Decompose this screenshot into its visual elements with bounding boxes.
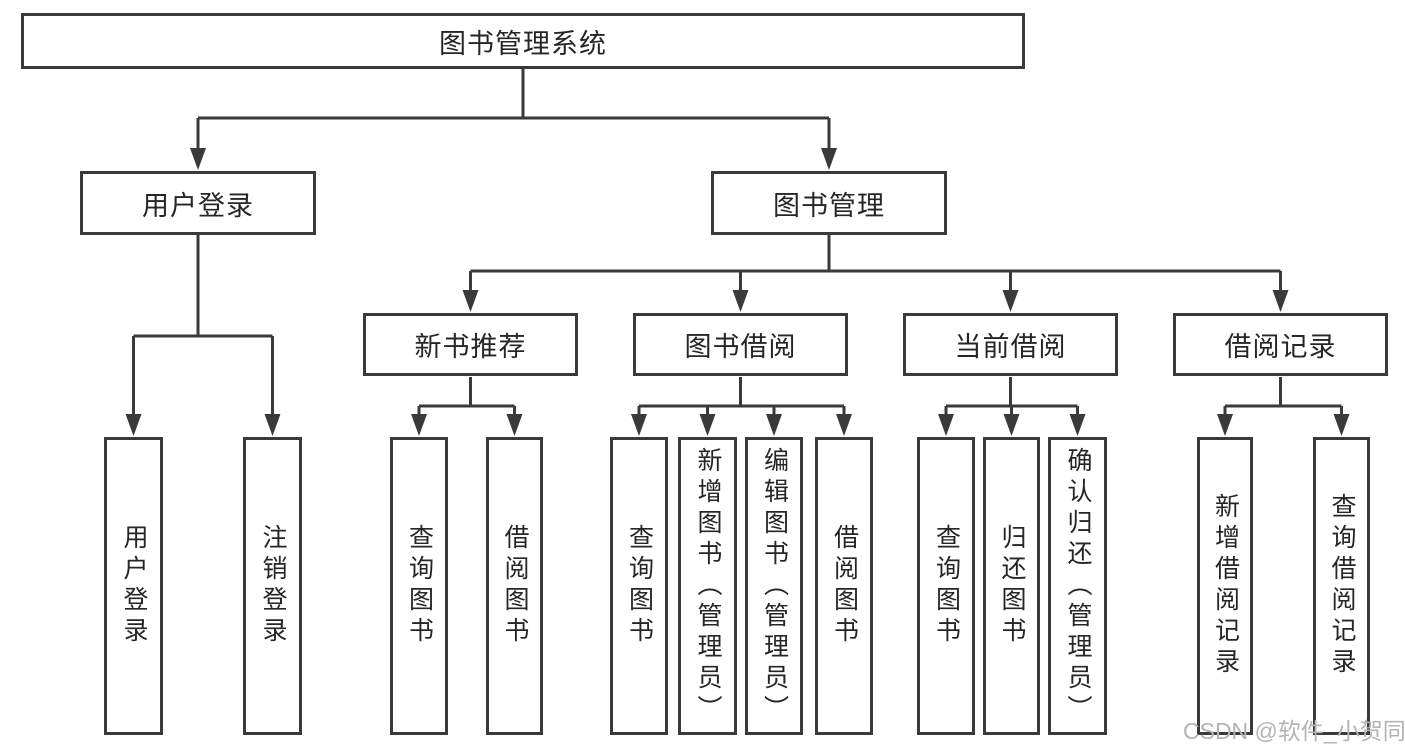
node-leaf-nbr-borrow-books-label: 借阅图书	[501, 524, 529, 648]
node-leaf-nbr-query-books-label: 查询图书	[405, 524, 434, 648]
node-leaf-bb-edit-books-label: 编辑图书（管理员）	[760, 446, 789, 726]
node-leaf-br-add-record-label: 新增借阅记录	[1211, 493, 1240, 679]
node-leaf-bb-borrow-books-label: 借阅图书	[830, 524, 859, 648]
node-new-book-recommend-label: 新书推荐	[414, 332, 527, 362]
node-leaf-nbr-query-books: 查询图书	[390, 437, 448, 735]
arrowhead	[766, 414, 782, 436]
node-leaf-cb-return-books-label: 归还图书	[998, 524, 1026, 648]
connector-borrow-records	[1217, 377, 1350, 436]
node-new-book-recommend: 新书推荐	[363, 313, 578, 376]
node-leaf-cb-query-books-label: 查询图书	[932, 524, 961, 648]
node-leaf-br-query-record-label: 查询借阅记录	[1328, 493, 1356, 679]
node-leaf-nbr-borrow-books: 借阅图书	[486, 437, 543, 735]
node-borrow-records: 借阅记录	[1173, 313, 1388, 376]
node-leaf-bb-add-books-label: 新增图书（管理员）	[694, 446, 722, 726]
node-book-borrow: 图书借阅	[633, 313, 848, 376]
arrowhead	[1069, 414, 1086, 436]
node-leaf-bb-add-books: 新增图书（管理员）	[678, 437, 737, 735]
arrowhead	[836, 414, 852, 436]
arrowhead	[264, 414, 281, 436]
node-root-label: 图书管理系统	[439, 28, 607, 59]
node-leaf-br-add-record: 新增借阅记录	[1197, 437, 1253, 735]
arrowhead	[190, 148, 206, 170]
arrowhead	[506, 414, 523, 436]
node-user-login-label: 用户登录	[142, 190, 254, 221]
connector-book-borrow	[631, 377, 852, 436]
arrowhead	[1333, 414, 1350, 436]
node-leaf-logout: 注销登录	[243, 437, 302, 735]
node-book-management: 图书管理	[711, 171, 947, 235]
arrowhead	[411, 414, 427, 436]
node-leaf-bb-borrow-books: 借阅图书	[815, 437, 873, 735]
node-current-borrow-label: 当前借阅	[954, 332, 1067, 362]
arrowhead	[1003, 414, 1020, 436]
node-user-login: 用户登录	[80, 171, 316, 235]
node-leaf-logout-label: 注销登录	[259, 524, 287, 648]
node-leaf-bb-query-books-label: 查询图书	[625, 524, 654, 648]
csdn-watermark: CSDN @软件_小贺同学	[1183, 718, 1405, 744]
arrowhead	[938, 414, 954, 436]
arrowhead	[631, 414, 647, 436]
node-leaf-cb-query-books: 查询图书	[917, 437, 975, 735]
node-book-management-label: 图书管理	[773, 190, 885, 221]
connector-book-management	[462, 235, 1289, 312]
arrowhead	[821, 148, 837, 170]
node-leaf-user-login-label: 用户登录	[120, 524, 148, 648]
connector-current-borrow	[938, 377, 1086, 436]
connector-user-login	[125, 235, 281, 436]
node-leaf-cb-confirm-return: 确认归还（管理员）	[1048, 437, 1107, 735]
node-borrow-records-label: 借阅记录	[1224, 332, 1337, 362]
connector-root	[190, 69, 837, 170]
arrowhead	[732, 290, 749, 312]
node-leaf-user-login: 用户登录	[104, 437, 163, 735]
arrowhead	[699, 414, 716, 436]
node-leaf-br-query-record: 查询借阅记录	[1313, 437, 1370, 735]
node-leaf-cb-confirm-return-label: 确认归还（管理员）	[1064, 446, 1092, 726]
node-root: 图书管理系统	[21, 13, 1025, 69]
node-leaf-bb-query-books: 查询图书	[610, 437, 668, 735]
arrowhead	[1272, 290, 1289, 312]
arrowhead	[462, 290, 479, 312]
arrowhead	[125, 414, 142, 436]
node-book-borrow-label: 图书借阅	[684, 332, 797, 362]
connector-new-book-recommend	[411, 377, 523, 436]
arrowhead	[1002, 290, 1019, 312]
node-current-borrow: 当前借阅	[903, 313, 1118, 376]
node-leaf-bb-edit-books: 编辑图书（管理员）	[745, 437, 803, 735]
arrowhead	[1217, 414, 1233, 436]
node-leaf-cb-return-books: 归还图书	[983, 437, 1040, 735]
